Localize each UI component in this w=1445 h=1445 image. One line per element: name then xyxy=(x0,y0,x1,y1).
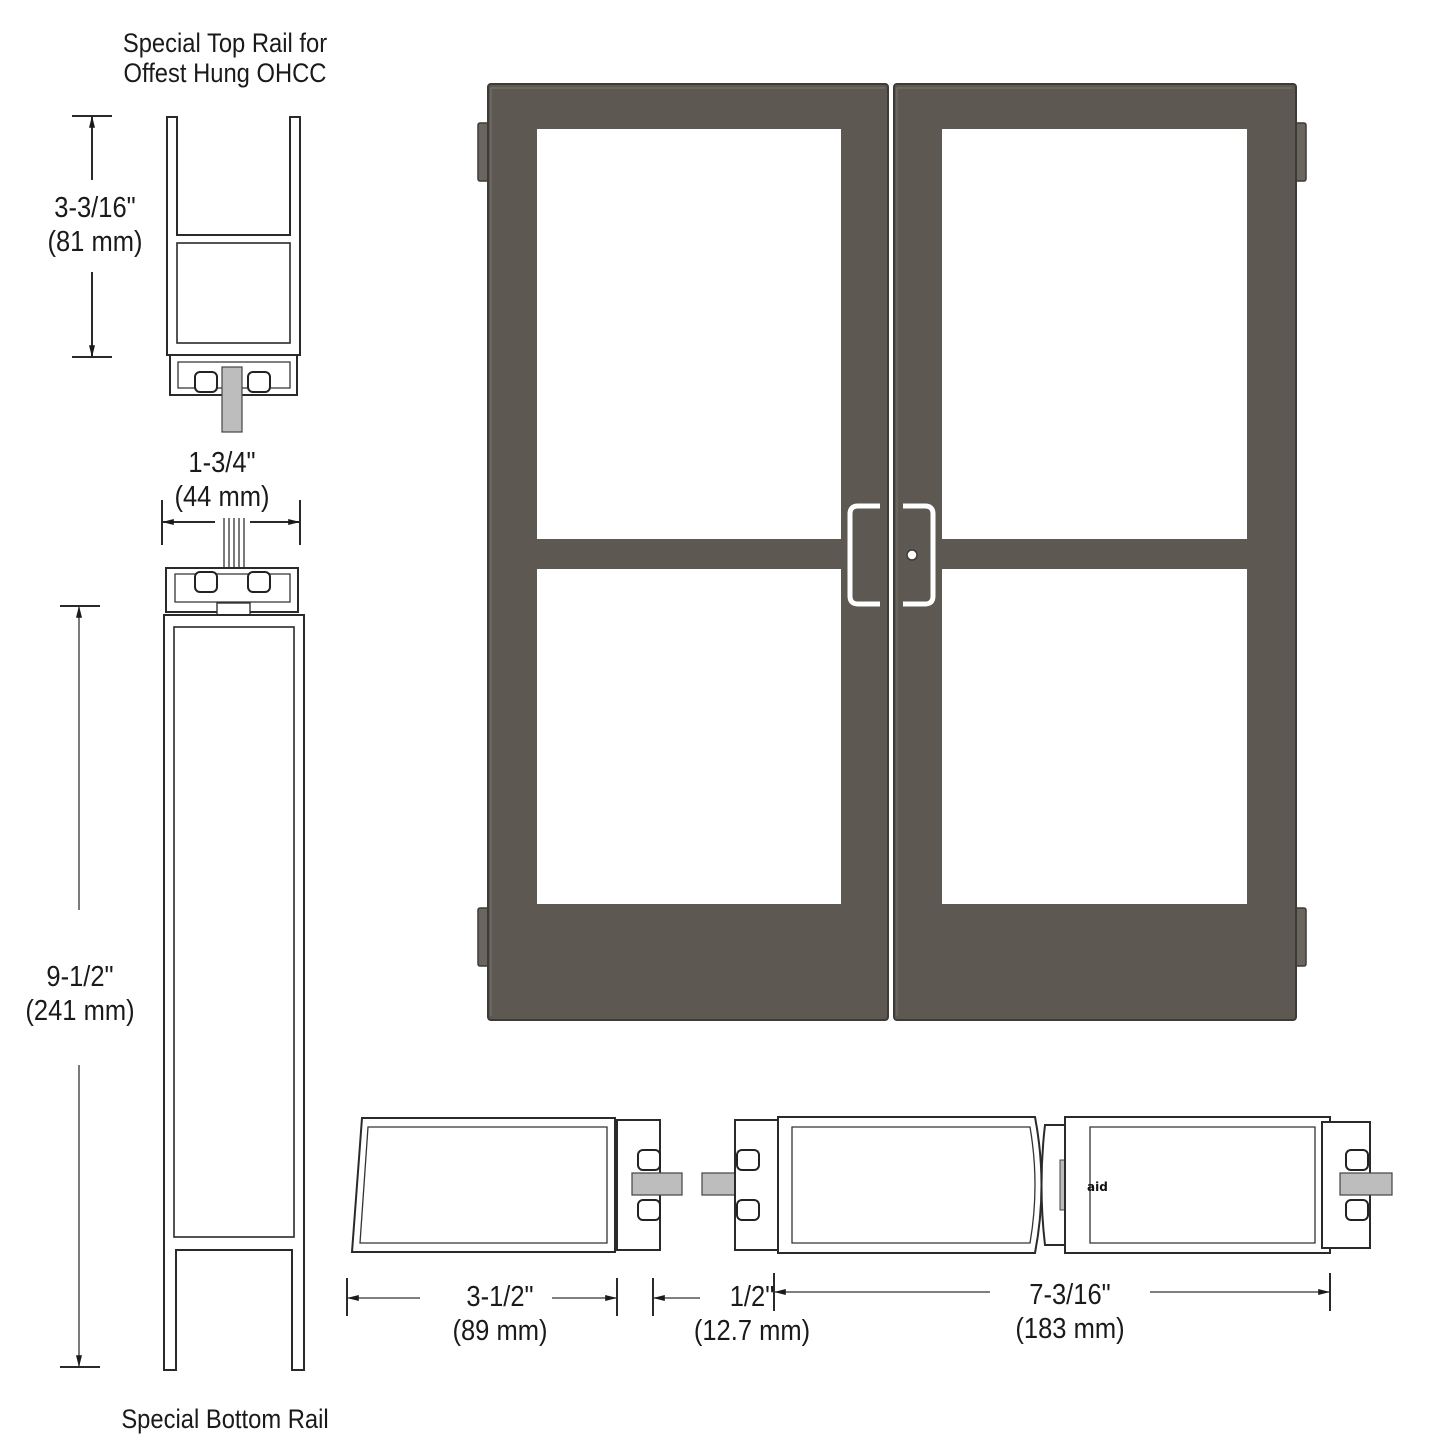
lock-cylinder-icon xyxy=(906,549,918,561)
bottom-rail-height-imperial: 9-1/2" xyxy=(46,961,114,993)
top-rail-height-metric: (81 mm) xyxy=(47,226,143,258)
rail-width-label: 1-3/4" (44 mm) xyxy=(156,446,288,514)
meeting-stiles-width-label: 7-3/16" (183 mm) xyxy=(1000,1278,1141,1346)
bottom-rail-section xyxy=(161,500,305,1371)
gap-label: 1/2" (12.7 mm) xyxy=(686,1280,818,1348)
rail-width-imperial: 1-3/4" xyxy=(188,447,256,479)
left-upper-glass xyxy=(537,129,841,539)
bottom-rail-dimension xyxy=(60,605,100,1368)
gap-metric: (12.7 mm) xyxy=(693,1315,811,1347)
double-door xyxy=(477,83,1307,1021)
right-lower-glass xyxy=(942,569,1247,904)
right-pull-handle xyxy=(903,503,936,607)
top-rail-height-imperial: 3-3/16" xyxy=(54,192,136,224)
right-upper-glass xyxy=(942,129,1247,539)
plan-dimensions xyxy=(346,1273,1331,1316)
top-rail-section xyxy=(166,116,301,433)
bottom-rail-title: Special Bottom Rail xyxy=(121,1404,329,1434)
stile-width-label: 3-1/2" (89 mm) xyxy=(434,1280,566,1348)
top-rail-title: Special Top Rail for Offest Hung OHCC xyxy=(111,28,340,88)
meeting-stiles-width-imperial: 7-3/16" xyxy=(1029,1279,1111,1311)
gap-imperial: 1/2" xyxy=(729,1281,775,1313)
top-rail-title-line1: Special Top Rail for xyxy=(122,28,328,58)
top-rail-dimension xyxy=(72,115,112,358)
bottom-rail-height-metric: (241 mm) xyxy=(25,995,135,1027)
top-rail-title-line2: Offest Hung OHCC xyxy=(123,58,327,88)
meeting-stiles-width-metric: (183 mm) xyxy=(1015,1313,1125,1345)
left-lower-glass xyxy=(537,569,841,904)
top-rail-height-label: 3-3/16" (81 mm) xyxy=(29,191,161,259)
bottom-rail-height-label: 9-1/2" (241 mm) xyxy=(14,960,146,1028)
stile-width-imperial: 3-1/2" xyxy=(466,1281,534,1313)
stile-width-metric: (89 mm) xyxy=(452,1315,548,1347)
plan-section: aid xyxy=(350,1116,1393,1254)
svg-text:aid: aid xyxy=(1087,1180,1108,1194)
left-pull-handle xyxy=(847,503,880,607)
rail-width-metric: (44 mm) xyxy=(174,481,270,513)
